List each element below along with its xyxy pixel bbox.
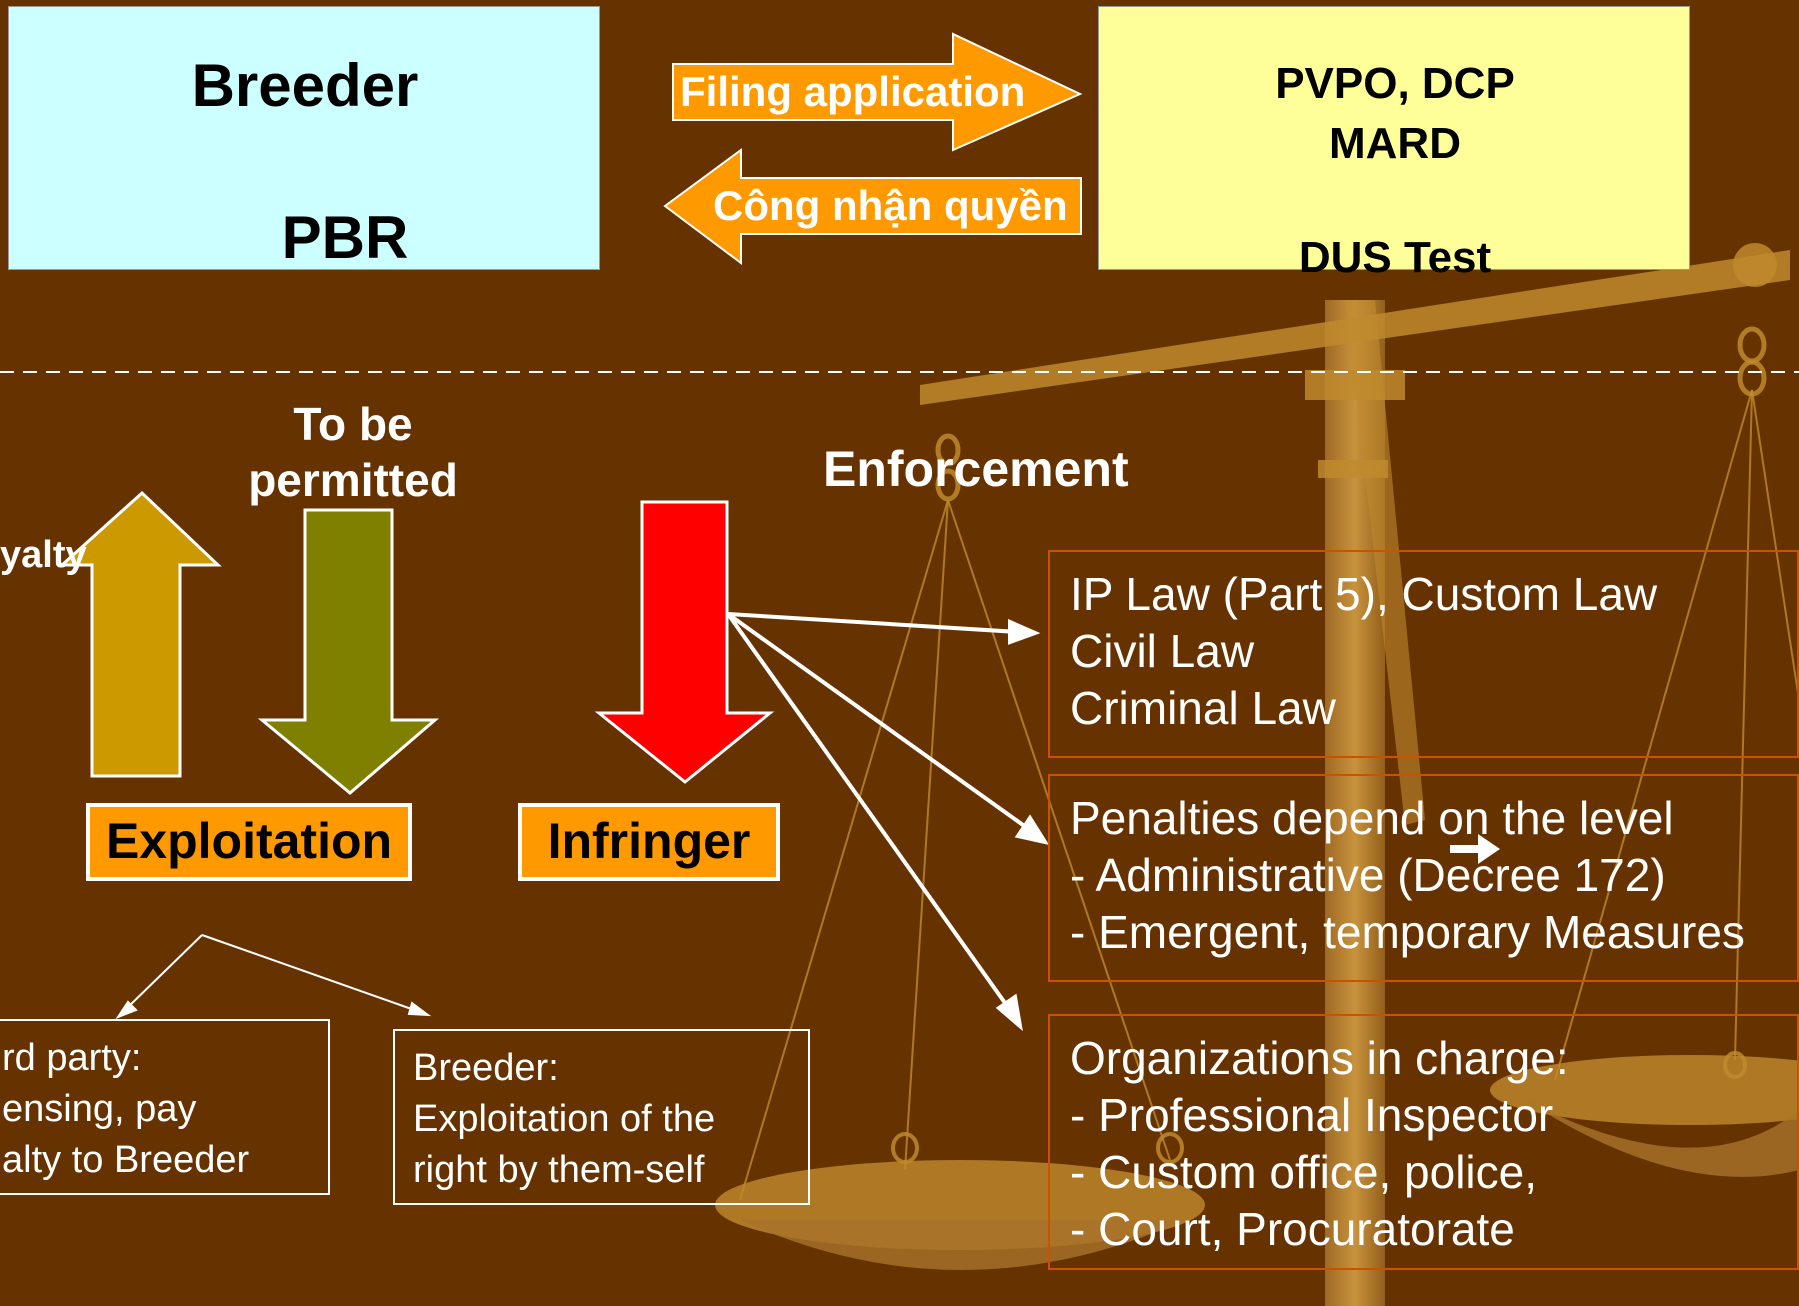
breeder-self-line: Breeder: — [413, 1047, 559, 1089]
filing-application-label: Filing application — [680, 68, 1026, 115]
penalties-line: Penalties depend on the level — [1070, 792, 1674, 844]
organizations-box: Organizations in charge: - Professional … — [1048, 1014, 1799, 1270]
breeder-self-line: right by them-self — [413, 1149, 705, 1191]
laws-line: Civil Law — [1070, 625, 1255, 677]
third-party-box: rd party: ensing, pay alty to Breeder — [0, 1019, 330, 1195]
breeder-self-line: Exploitation of the — [413, 1098, 716, 1140]
third-party-line: alty to Breeder — [2, 1139, 250, 1181]
royalty-fragment: yalty — [0, 534, 87, 576]
penalties-line: - Emergent, temporary Measures — [1070, 906, 1745, 958]
breeder-self-box: Breeder: Exploitation of the right by th… — [393, 1029, 810, 1205]
to-be-permitted-line1: To be — [293, 398, 413, 450]
authority-box: PVPO, DCP MARD DUS Test — [1098, 6, 1690, 282]
down-arrow-infringer — [594, 500, 775, 784]
third-party-line: rd party: — [2, 1037, 142, 1079]
recognition-arrow — [663, 148, 1082, 265]
organizations-line: - Court, Procuratorate — [1070, 1203, 1515, 1255]
organizations-line: - Custom office, police, — [1070, 1146, 1538, 1198]
organizations-line: Organizations in charge: — [1070, 1032, 1569, 1084]
penalties-line: - Administrative (Decree 172) — [1070, 849, 1666, 901]
exploitation-label: Exploitation — [86, 803, 412, 881]
penalties-box: Penalties depend on the level - Administ… — [1048, 774, 1799, 982]
organizations-line: - Professional Inspector — [1070, 1089, 1554, 1141]
filing-arrow — [672, 32, 1083, 152]
enforcement-label: Enforcement — [823, 441, 1129, 497]
authority-line2: MARD — [1329, 119, 1461, 168]
pbr-label: PBR — [281, 204, 409, 271]
down-arrow-permitted — [257, 508, 440, 795]
third-party-line: ensing, pay — [2, 1088, 197, 1130]
breeder-box: Breeder PBR — [8, 6, 600, 271]
to-be-permitted-label: To be permitted — [223, 396, 483, 508]
laws-line: Criminal Law — [1070, 682, 1336, 734]
recognition-label: Công nhận quyền — [713, 182, 1068, 229]
to-be-permitted-line2: permitted — [248, 454, 458, 506]
laws-line: IP Law (Part 5), Custom Law — [1070, 568, 1658, 620]
authority-line3: DUS Test — [1298, 233, 1492, 282]
breeder-title: Breeder — [191, 52, 419, 119]
authority-line1: PVPO, DCP — [1275, 59, 1515, 108]
laws-box: IP Law (Part 5), Custom Law Civil Law Cr… — [1048, 550, 1799, 758]
infringer-label: Infringer — [518, 803, 780, 881]
up-arrow — [58, 490, 222, 778]
